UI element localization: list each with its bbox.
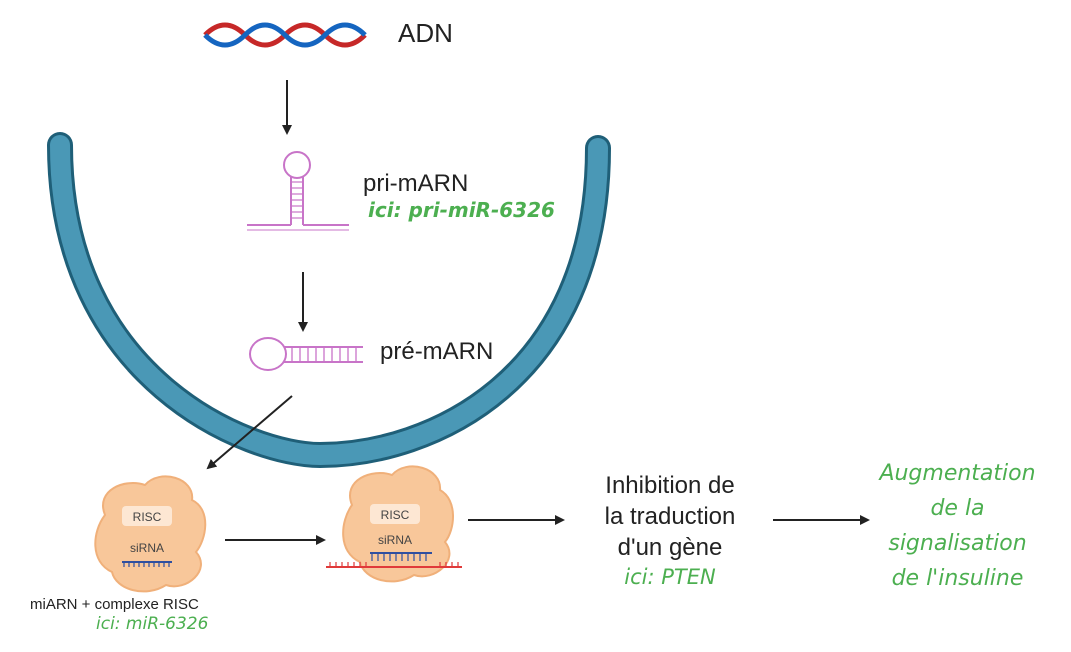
result-line-2: de la (930, 496, 985, 521)
inhibition-block: Inhibition de la traduction d'un gène ic… (560, 470, 780, 591)
complex-example: ici: miR-6326 (96, 614, 209, 634)
inhibition-line-3: d'un gène (617, 534, 723, 561)
risc-mrna-binding-icon: RISC siRNA (326, 465, 462, 583)
result-line-3: signalisation (888, 531, 1027, 556)
risc-complex-icon: RISC siRNA (94, 475, 207, 593)
inhibition-line-1: Inhibition de (605, 472, 735, 499)
risc-tag: RISC (133, 510, 162, 524)
arrow-pre-to-complex (206, 395, 293, 470)
nucleus-membrane (47, 132, 611, 469)
result-line-4: de l'insuline (891, 566, 1024, 591)
inhibition-line-2: la traduction (604, 503, 736, 530)
result-block: Augmentation de la signalisation de l'in… (855, 456, 1060, 596)
complex-label: miARN + complexe RISC (30, 596, 199, 613)
pri-mirna-label: pri-mARN (363, 170, 469, 197)
pri-mirna-example: ici: pri-miR-6326 (368, 198, 555, 222)
dna-label: ADN (398, 18, 453, 48)
result-line-1: Augmentation (879, 461, 1036, 486)
pre-mirna-label: pré-mARN (380, 338, 494, 365)
pri-mirna-hairpin-icon (247, 151, 349, 231)
sirna-tag-bound: siRNA (378, 533, 412, 547)
dna-icon (203, 22, 367, 48)
pre-mirna-hairpin-icon (249, 337, 363, 371)
inhibition-example: ici: PTEN (624, 565, 716, 589)
sirna-tag: siRNA (130, 541, 164, 555)
risc-tag-bound: RISC (381, 508, 410, 522)
